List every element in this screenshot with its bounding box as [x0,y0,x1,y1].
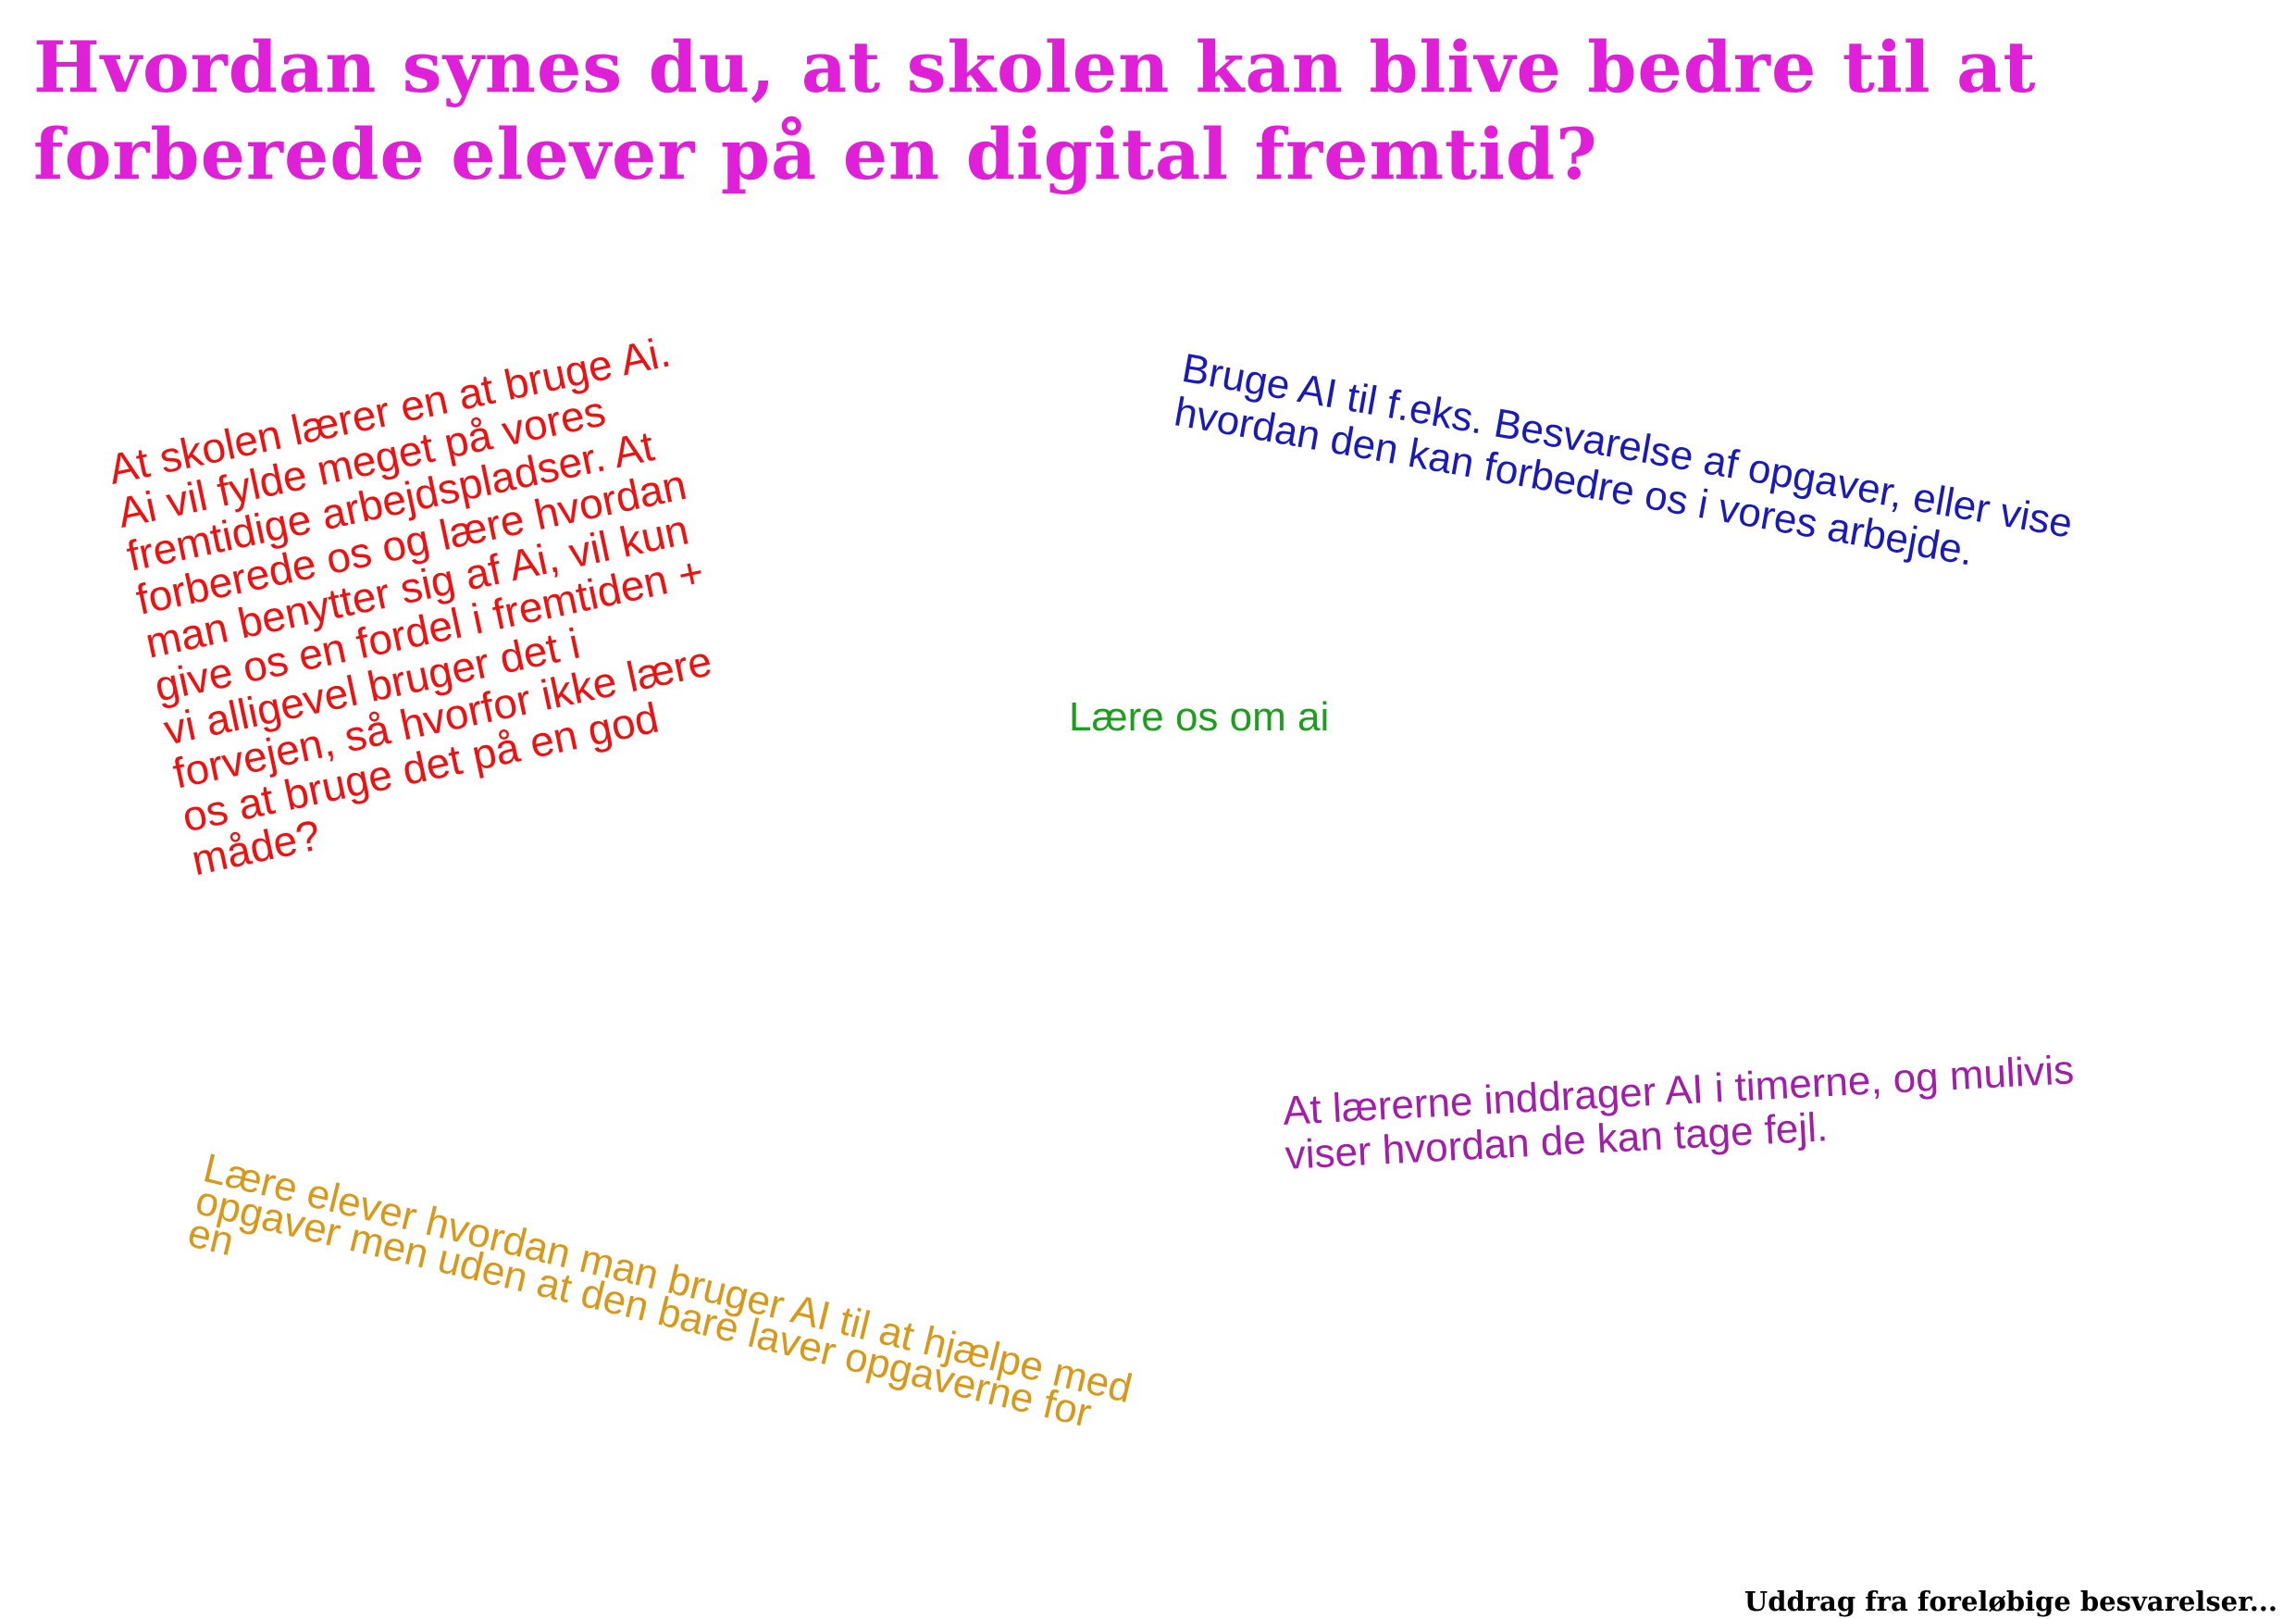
answer-note-purple: At lærerne inddrager AI i timerne, og mu… [1282,1047,2078,1178]
answer-note-orange: Lære elever hvordan man bruger AI til at… [183,1145,1136,1471]
answer-note-red: At skolen lærer en at bruge Ai. Ai vil f… [105,327,757,884]
answer-line: Lære os om ai [1069,694,1330,740]
answer-note-green: Lære os om ai [1069,695,1329,740]
title-line: Hvordan synes du, at skolen kan blive be… [33,26,2037,108]
title-line: forberede elever på en digital fremtid? [33,113,1598,195]
footer-caption: Uddrag fra foreløbige besvarelser... [1744,1586,2277,1617]
page-title: Hvordan synes du, at skolen kan blive be… [33,24,2162,198]
answer-line: opgaver men uden at den bare laver opgav… [191,1177,1096,1437]
answer-note-blue: Bruge AI til f.eks. Besvarelse af opgave… [1171,345,2076,591]
